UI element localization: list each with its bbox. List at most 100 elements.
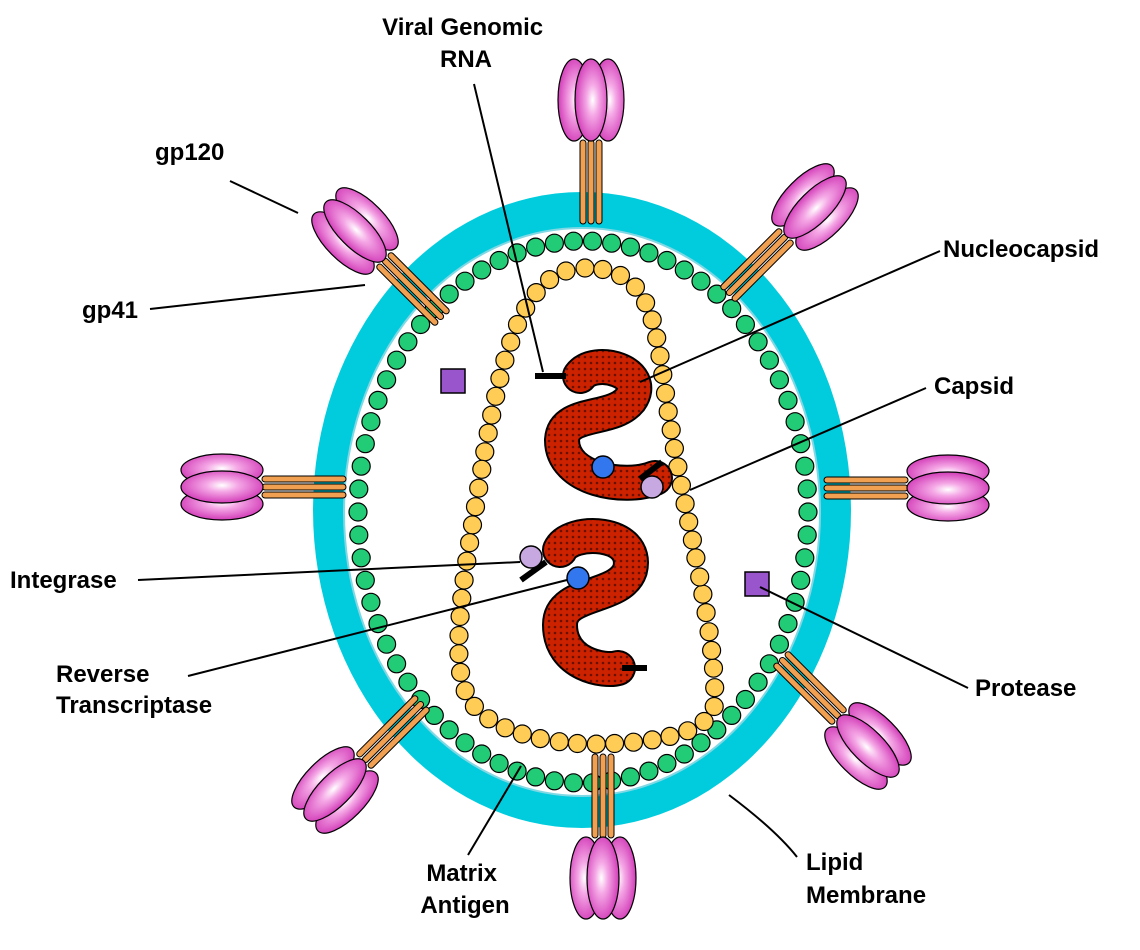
leader-gp41: [150, 285, 365, 309]
capsid-bead: [705, 698, 723, 716]
reverse-transcriptase-label-line2: Transcriptase: [56, 692, 212, 719]
matrix-antigen-bead: [490, 755, 508, 773]
matrix-antigen-bead: [352, 457, 370, 475]
reverse-transcriptase-icon: [567, 567, 589, 589]
reverse-transcriptase-label: Reverse Transcriptase: [56, 661, 212, 719]
matrix-antigen-bead: [621, 238, 639, 256]
matrix-antigen-bead: [786, 413, 804, 431]
gp120-lobe: [575, 59, 607, 141]
capsid-bead: [467, 498, 485, 516]
gp120-lobe: [907, 472, 989, 504]
gp41-stalk: [600, 754, 606, 838]
capsid-bead: [461, 534, 479, 552]
viral-genomic-rna-label-line2: RNA: [440, 46, 492, 73]
capsid-bead: [687, 549, 705, 567]
matrix-antigen-bead: [779, 615, 797, 633]
capsid-bead: [700, 623, 718, 641]
matrix-antigen-bead: [362, 593, 380, 611]
capsid-bead: [651, 347, 669, 365]
capsid-bead: [706, 679, 724, 697]
matrix-antigen-bead: [362, 413, 380, 431]
capsid-bead: [662, 421, 680, 439]
matrix-antigen-bead: [723, 706, 741, 724]
capsid-bead: [676, 495, 694, 513]
matrix-antigen-bead: [545, 772, 563, 790]
matrix-antigen-bead: [770, 635, 788, 653]
matrix-antigen-bead: [798, 526, 816, 544]
capsid-bead: [657, 384, 675, 402]
matrix-antigen-bead: [473, 261, 491, 279]
lipid-membrane-label: Lipid Membrane: [806, 849, 926, 909]
integrase-icon: [520, 546, 542, 568]
matrix-antigen-bead: [675, 745, 693, 763]
protease-icon: [441, 369, 465, 393]
matrix-antigen-bead: [456, 734, 474, 752]
matrix-antigen-bead: [796, 549, 814, 567]
integrase-label: Integrase: [10, 567, 117, 594]
gp41-stalk: [262, 476, 346, 482]
capsid-bead: [509, 316, 527, 334]
gp41-stalk: [262, 484, 346, 490]
capsid-bead: [568, 735, 586, 753]
gp41-stalk: [824, 493, 908, 499]
lipid-membrane-label-line1: Lipid: [806, 849, 863, 876]
capsid-bead: [455, 571, 473, 589]
matrix-antigen-bead: [527, 238, 545, 256]
matrix-antigen-bead: [399, 333, 417, 351]
capsid-bead: [703, 641, 721, 659]
matrix-antigen-bead: [770, 371, 788, 389]
matrix-antigen-bead: [378, 371, 396, 389]
capsid-bead: [626, 278, 644, 296]
gp120-lobe: [587, 837, 619, 919]
capsid-bead: [479, 424, 497, 442]
capsid-bead: [665, 439, 683, 457]
matrix-antigen-bead: [378, 635, 396, 653]
matrix-antigen-bead: [692, 272, 710, 290]
matrix-antigen-bead: [349, 503, 367, 521]
matrix-antigen-bead: [356, 571, 374, 589]
matrix-antigen-label-line1: Matrix: [426, 860, 497, 887]
reverse-transcriptase-label-line1: Reverse: [56, 661, 149, 688]
capsid-bead: [452, 663, 470, 681]
matrix-antigen-bead: [603, 234, 621, 252]
matrix-antigen-bead: [527, 768, 545, 786]
capsid-label: Capsid: [934, 373, 1014, 400]
matrix-antigen-bead: [369, 391, 387, 409]
gp41-stalk: [608, 754, 614, 838]
capsid-bead: [643, 311, 661, 329]
capsid-bead: [697, 604, 715, 622]
capsid-bead: [659, 403, 677, 421]
matrix-antigen-bead: [399, 673, 417, 691]
matrix-antigen-bead: [675, 261, 693, 279]
matrix-antigen-bead: [350, 480, 368, 498]
matrix-antigen-bead: [473, 745, 491, 763]
capsid-bead: [550, 733, 568, 751]
capsid-bead: [679, 722, 697, 740]
matrix-antigen-label-line2: Antigen: [420, 892, 509, 919]
capsid-bead: [661, 727, 679, 745]
capsid-bead: [587, 735, 605, 753]
matrix-antigen-bead: [799, 503, 817, 521]
gp41-stalk: [588, 140, 594, 224]
viral-genomic-rna-label-line1: Viral Genomic: [382, 14, 543, 41]
capsid-bead: [476, 443, 494, 461]
capsid-bead: [450, 627, 468, 645]
capsid-bead: [480, 710, 498, 728]
integrase-icon: [641, 476, 663, 498]
capsid-bead: [531, 730, 549, 748]
capsid-bead: [450, 645, 468, 663]
capsid-bead: [637, 294, 655, 312]
viral-genomic-rna-label: Viral Genomic RNA: [382, 14, 550, 73]
capsid-bead: [464, 516, 482, 534]
matrix-antigen-bead: [388, 655, 406, 673]
matrix-antigen-bead: [749, 673, 767, 691]
matrix-antigen-bead: [440, 285, 458, 303]
matrix-antigen-bead: [658, 252, 676, 270]
matrix-antigen-bead: [545, 234, 563, 252]
matrix-antigen-bead: [508, 244, 526, 262]
capsid-bead: [496, 719, 514, 737]
nucleocapsid-label: Nucleocapsid: [943, 236, 1099, 263]
leader-lipid-membrane: [729, 795, 797, 857]
matrix-antigen-bead: [456, 272, 474, 290]
protease-icon: [745, 572, 769, 596]
